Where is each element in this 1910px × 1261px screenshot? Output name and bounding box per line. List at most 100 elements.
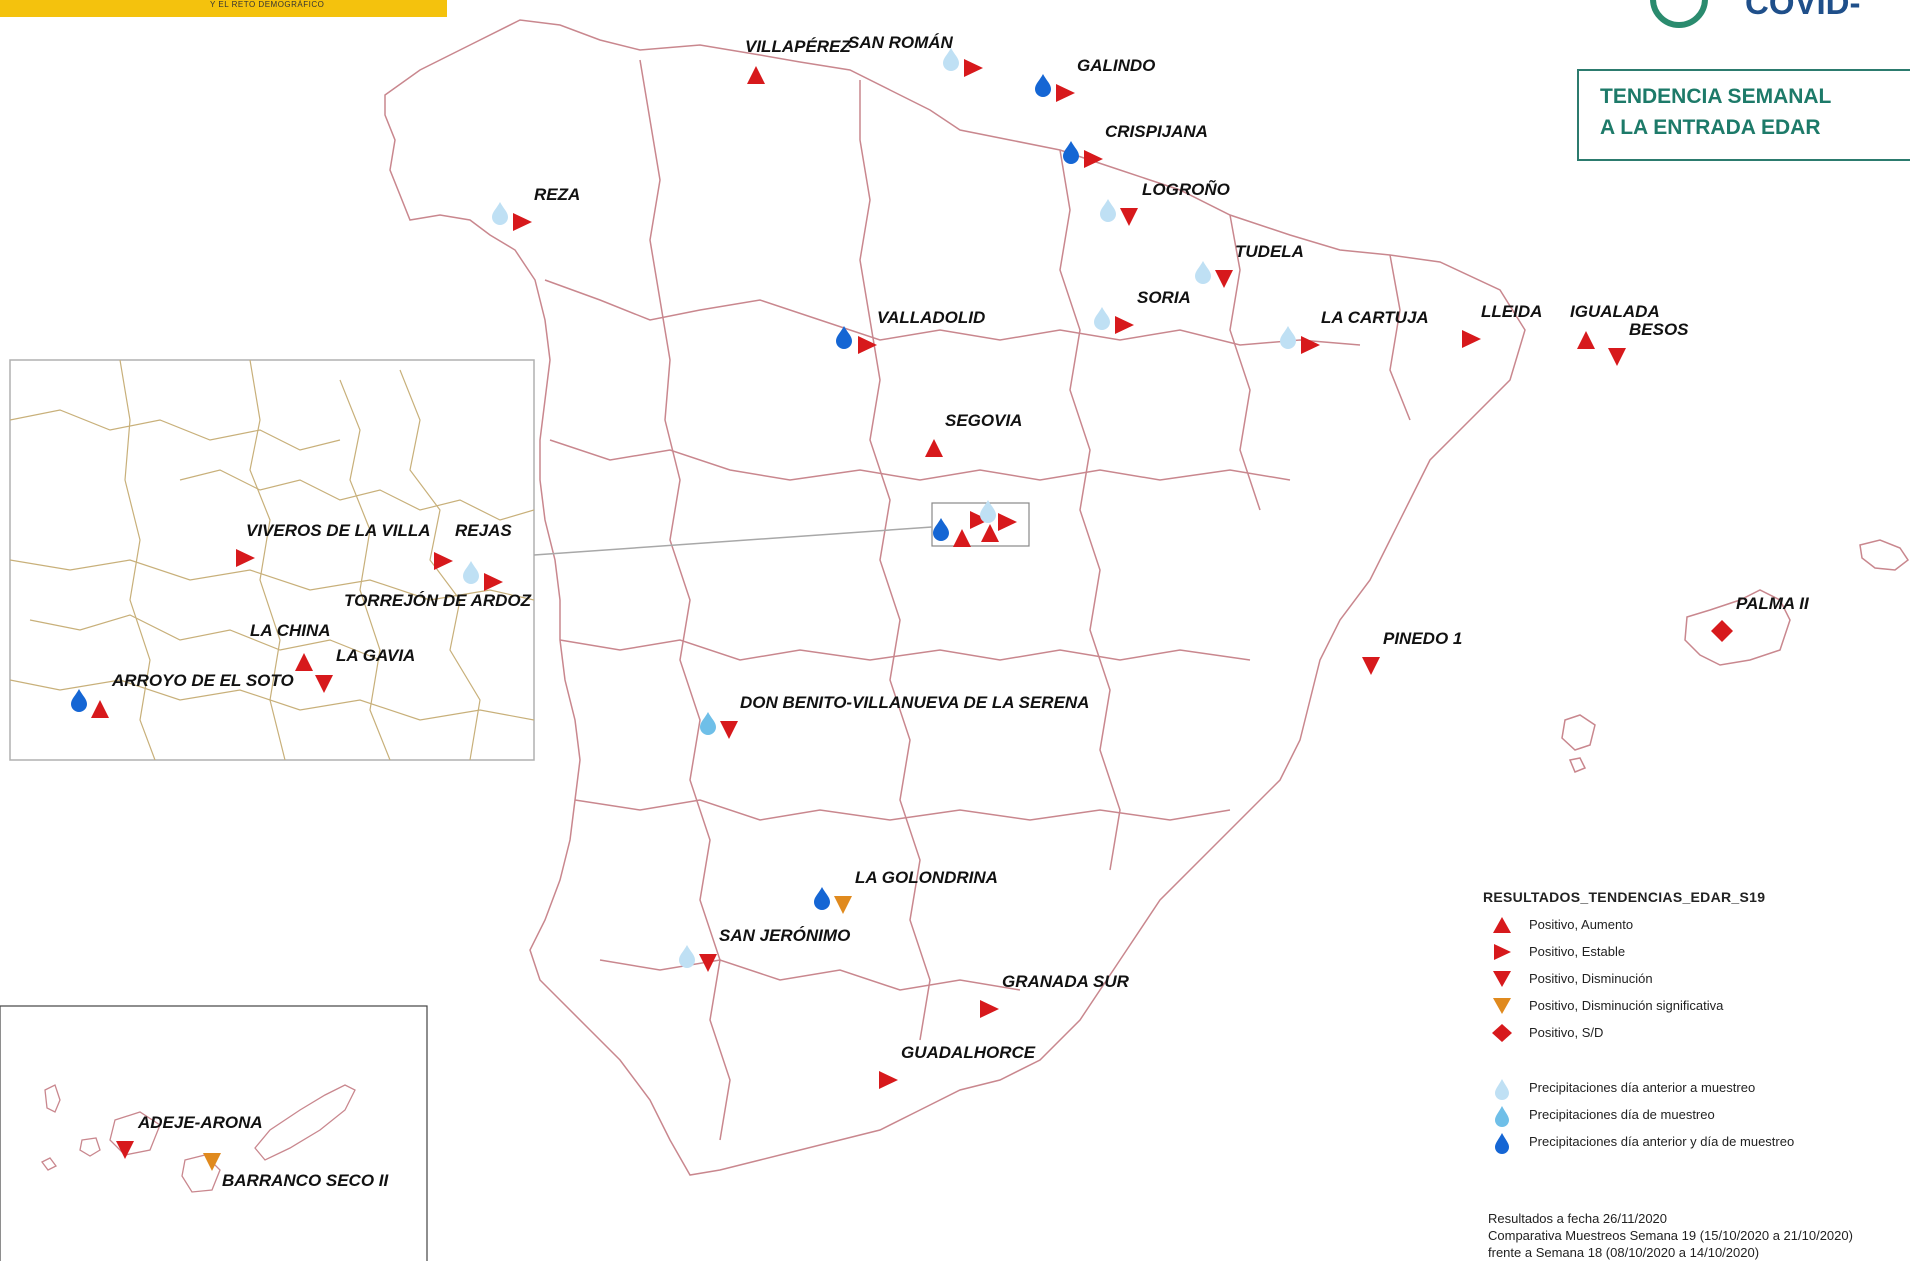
balearic-islands [1561, 539, 1910, 773]
legend-title: RESULTADOS_TENDENCIAS_EDAR_S19 [1483, 889, 1766, 905]
triangle-down-icon [1493, 971, 1511, 987]
label-pinedo-1: PINEDO 1 [1383, 629, 1462, 648]
marker-barranco-seco-ii [203, 1153, 221, 1171]
legend-item-label: Positivo, Disminución significativa [1529, 998, 1724, 1013]
marker-madrid-cluster-0 [953, 529, 971, 547]
label-granada-sur: GRANADA SUR [1002, 972, 1130, 991]
marker-la-gavia [315, 675, 333, 693]
label-lleida: LLEIDA [1481, 302, 1542, 321]
label-palma-ii: PALMA II [1736, 594, 1810, 613]
legend-item-sd: Positivo, S/D [1483, 1019, 1794, 1046]
legend: RESULTADOS_TENDENCIAS_EDAR_S19 Positivo,… [1483, 889, 1794, 1155]
marker-san-jeronimo [699, 954, 717, 972]
marker-la-cartuja [1301, 336, 1320, 354]
precip-drop-arroyo-soto [71, 689, 87, 712]
precip-drop-soria [1094, 307, 1110, 330]
marker-lleida [1462, 330, 1481, 348]
precip-drop-tudela [1195, 261, 1211, 284]
marker-madrid-cluster-1 [970, 511, 989, 529]
marker-valladolid [858, 336, 877, 354]
label-la-cartuja: LA CARTUJA [1321, 308, 1429, 327]
label-tudela: TUDELA [1235, 242, 1304, 261]
marker-logrono [1120, 208, 1138, 226]
map-title-box: TENDENCIA SEMANAL A LA ENTRADA EDAR [1577, 69, 1910, 161]
legend-item-label: Positivo, Aumento [1529, 917, 1634, 932]
marker-madrid-cluster-3 [981, 524, 999, 542]
precip-drop-madrid-cluster [933, 518, 949, 541]
canary-inset [0, 1005, 428, 1261]
label-reza: REZA [534, 185, 580, 204]
legend-item-estable: Positivo, Estable [1483, 938, 1794, 965]
legend-item-label: Precipitaciones día anterior y día de mu… [1529, 1134, 1795, 1149]
marker-la-golondrina [834, 896, 852, 914]
ministry-header-text: Y EL RETO DEMOGRÁFICO [210, 0, 325, 9]
marker-arroyo-soto [91, 700, 109, 718]
footer-notes: Resultados a fecha 26/11/2020 Comparativ… [1488, 1210, 1853, 1261]
marker-viveros [236, 549, 255, 567]
label-besos: BESOS [1629, 320, 1689, 339]
precip-drop-don-benito [700, 712, 716, 735]
marker-crispijana [1084, 150, 1103, 168]
marker-soria [1115, 316, 1134, 334]
marker-besos [1608, 348, 1626, 366]
drop-dark-icon [1495, 1133, 1509, 1154]
legend-item-label: Precipitaciones día anterior a muestreo [1529, 1080, 1756, 1095]
label-barranco-seco-ii: BARRANCO SECO II [222, 1171, 390, 1190]
triangle-right-icon [1494, 944, 1511, 960]
diamond-icon [1492, 1024, 1512, 1042]
precip-drop-la-golondrina [814, 887, 830, 910]
marker-igualada [1577, 331, 1595, 349]
marker-segovia [925, 439, 943, 457]
marker-villaperez [747, 66, 765, 84]
covid-logo-text: COVID- [1745, 0, 1861, 21]
label-guadalhorce: GUADALHORCE [901, 1043, 1036, 1062]
precip-drop-galindo [1035, 74, 1051, 97]
precip-drop-madrid-cluster-2 [980, 500, 996, 523]
legend-precip-anterior: Precipitaciones día anterior a muestreo [1483, 1074, 1794, 1101]
legend-item-aumento: Positivo, Aumento [1483, 911, 1794, 938]
legend-item-label: Positivo, Disminución [1529, 971, 1653, 986]
marker-reza [513, 213, 532, 231]
marker-pinedo-1 [1362, 657, 1380, 675]
legend-precip-ambos: Precipitaciones día anterior y día de mu… [1483, 1128, 1794, 1155]
marker-tudela [1215, 270, 1233, 288]
precip-drop-logrono [1100, 199, 1116, 222]
label-adeje-arona: ADEJE-ARONA [137, 1113, 263, 1132]
station-markers [71, 48, 1733, 1171]
label-la-gavia: LA GAVIA [336, 646, 415, 665]
label-san-jeronimo: SAN JERÓNIMO [719, 926, 850, 945]
label-torrejon: TORREJÓN DE ARDOZ [344, 591, 532, 610]
precip-drop-san-roman [943, 48, 959, 71]
madrid-inset [9, 359, 535, 761]
legend-precip-dia: Precipitaciones día de muestreo [1483, 1101, 1794, 1128]
footer-line-2: Comparativa Muestreos Semana 19 (15/10/2… [1488, 1228, 1853, 1243]
marker-granada-sur [980, 1000, 999, 1018]
label-logrono: LOGROÑO [1142, 179, 1230, 199]
label-soria: SORIA [1137, 288, 1191, 307]
marker-palma-ii [1711, 620, 1733, 642]
precip-drop-crispijana [1063, 141, 1079, 164]
precip-drop-rejas [463, 561, 479, 584]
label-don-benito: DON BENITO-VILLANUEVA DE LA SERENA [740, 693, 1089, 712]
marker-guadalhorce [879, 1071, 898, 1089]
drop-mid-icon [1495, 1106, 1509, 1127]
footer-line-3: frente a Semana 18 (08/10/2020 a 14/10/2… [1488, 1245, 1760, 1260]
drop-light-icon [1495, 1079, 1509, 1100]
label-valladolid: VALLADOLID [877, 308, 985, 327]
legend-item-label: Precipitaciones día de muestreo [1529, 1107, 1715, 1122]
marker-madrid-cluster-2 [998, 513, 1017, 531]
triangle-down-orange-icon [1493, 998, 1511, 1014]
footer-line-1: Resultados a fecha 26/11/2020 [1488, 1211, 1668, 1226]
marker-san-roman [964, 59, 983, 77]
marker-don-benito [720, 721, 738, 739]
label-galindo: GALINDO [1077, 56, 1155, 75]
legend-item-label: Positivo, Estable [1529, 944, 1626, 959]
label-villaperez: VILLAPÉREZ [745, 37, 851, 56]
map-title-line-2: A LA ENTRADA EDAR [1600, 116, 1821, 139]
precip-drop-reza [492, 202, 508, 225]
label-viveros: VIVEROS DE LA VILLA [246, 521, 431, 540]
label-la-china: LA CHINA [250, 621, 331, 640]
triangle-up-icon [1493, 917, 1511, 933]
